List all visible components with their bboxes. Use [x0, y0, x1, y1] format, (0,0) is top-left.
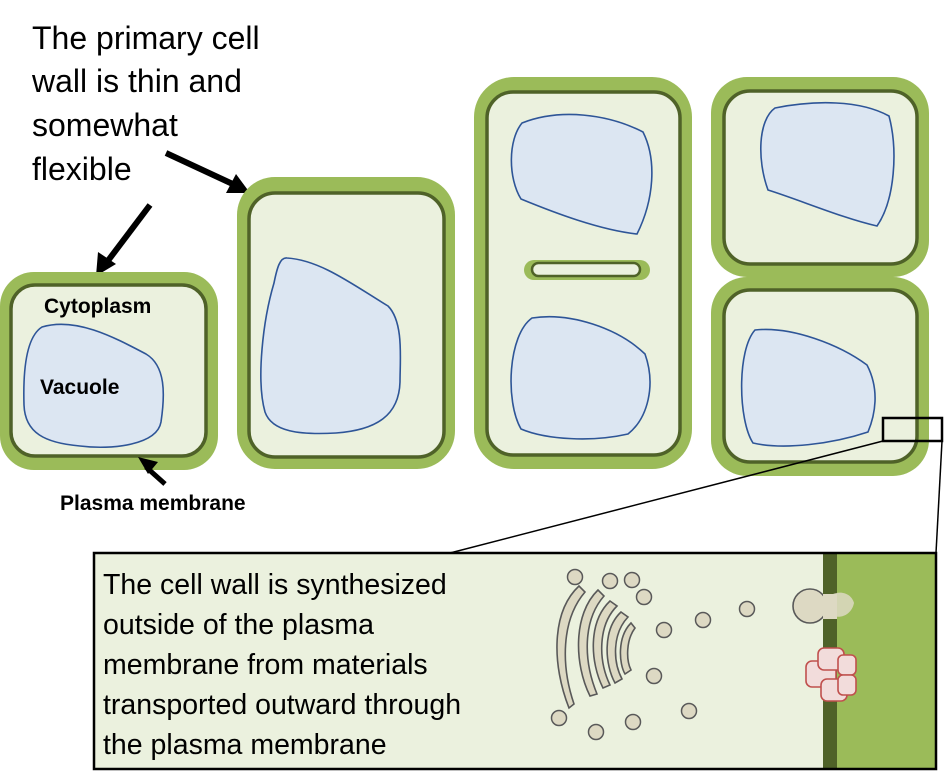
vesicle	[566, 568, 584, 586]
fusion-pore	[823, 594, 837, 619]
plasma-membrane-annotation: Plasma membrane	[60, 457, 246, 515]
arrow-to-tall-cell-wall	[164, 150, 239, 189]
fusing-vesicle	[792, 588, 828, 624]
vesicles	[550, 568, 756, 741]
exocytosis-vesicle	[792, 588, 854, 624]
cytoplasm-label: Cytoplasm	[44, 295, 151, 318]
vesicle	[694, 611, 712, 629]
cell-tall	[237, 177, 455, 469]
golgi-cisterna	[556, 584, 587, 710]
released-material	[833, 592, 854, 617]
plasma-membrane-label: Plasma membrane	[60, 492, 246, 515]
vesicle	[645, 667, 663, 685]
golgi-cisterna	[619, 621, 637, 676]
inset-text-line-2: outside of the plasma	[103, 609, 374, 641]
title-arrows	[96, 150, 250, 276]
synthase-subunit	[837, 654, 857, 676]
zoom-line-left	[449, 440, 884, 554]
zoom-region	[881, 416, 944, 443]
title-line-4: flexible	[32, 151, 132, 187]
arrowhead-plasma-membrane	[138, 457, 158, 474]
vacuole	[260, 257, 402, 435]
inset-panel: The cell wall is synthesized outside of …	[92, 551, 938, 771]
title-line-2: wall is thin and	[31, 63, 242, 99]
inset-text-line-3: membrane from materials	[103, 649, 428, 681]
zoom-indicator	[449, 416, 944, 554]
inset-border	[92, 551, 938, 771]
vacuole-upper	[510, 113, 653, 235]
vesicle	[680, 702, 698, 720]
inset-text-line-5: the plasma membrane	[103, 729, 387, 761]
vesicle	[550, 709, 568, 727]
golgi-cisterna	[592, 599, 619, 690]
cell-daughter-bottom	[711, 277, 929, 476]
arrowhead-tall-cell	[226, 174, 250, 193]
cell-dividing	[474, 77, 692, 469]
title-text: The primary cell wall is thin and somewh…	[31, 20, 260, 187]
vacuole	[740, 328, 876, 447]
arrowhead-small-cell	[96, 252, 116, 276]
inset-text-line-4: transported outward through	[103, 689, 461, 721]
vacuole-label: Vacuole	[40, 376, 119, 399]
zoom-line-right	[935, 440, 943, 554]
synthase-subunit	[837, 674, 857, 696]
golgi-cisterna	[606, 610, 630, 685]
vesicle	[635, 588, 653, 606]
title-line-1: The primary cell	[32, 20, 260, 56]
vesicle	[587, 723, 605, 741]
vesicle	[655, 621, 673, 639]
vacuole-lower	[510, 315, 651, 440]
vesicle	[624, 713, 642, 731]
golgi-apparatus	[556, 584, 637, 710]
vesicle	[601, 572, 619, 590]
cell-plate	[530, 261, 642, 278]
cell-small: Cytoplasm Vacuole	[0, 272, 218, 470]
vacuole	[760, 102, 895, 227]
arrow-to-small-cell-wall	[101, 203, 153, 268]
inset-cytoplasm	[94, 553, 936, 769]
cellulose-synthase-complex	[805, 647, 857, 702]
title-line-3: somewhat	[32, 107, 178, 143]
vesicle	[738, 600, 756, 618]
inset-text-line-1: The cell wall is synthesized	[103, 569, 447, 601]
golgi-cisterna	[577, 588, 606, 697]
vesicle	[623, 571, 641, 589]
cell-daughter-top	[711, 77, 929, 277]
vacuole	[23, 323, 165, 449]
